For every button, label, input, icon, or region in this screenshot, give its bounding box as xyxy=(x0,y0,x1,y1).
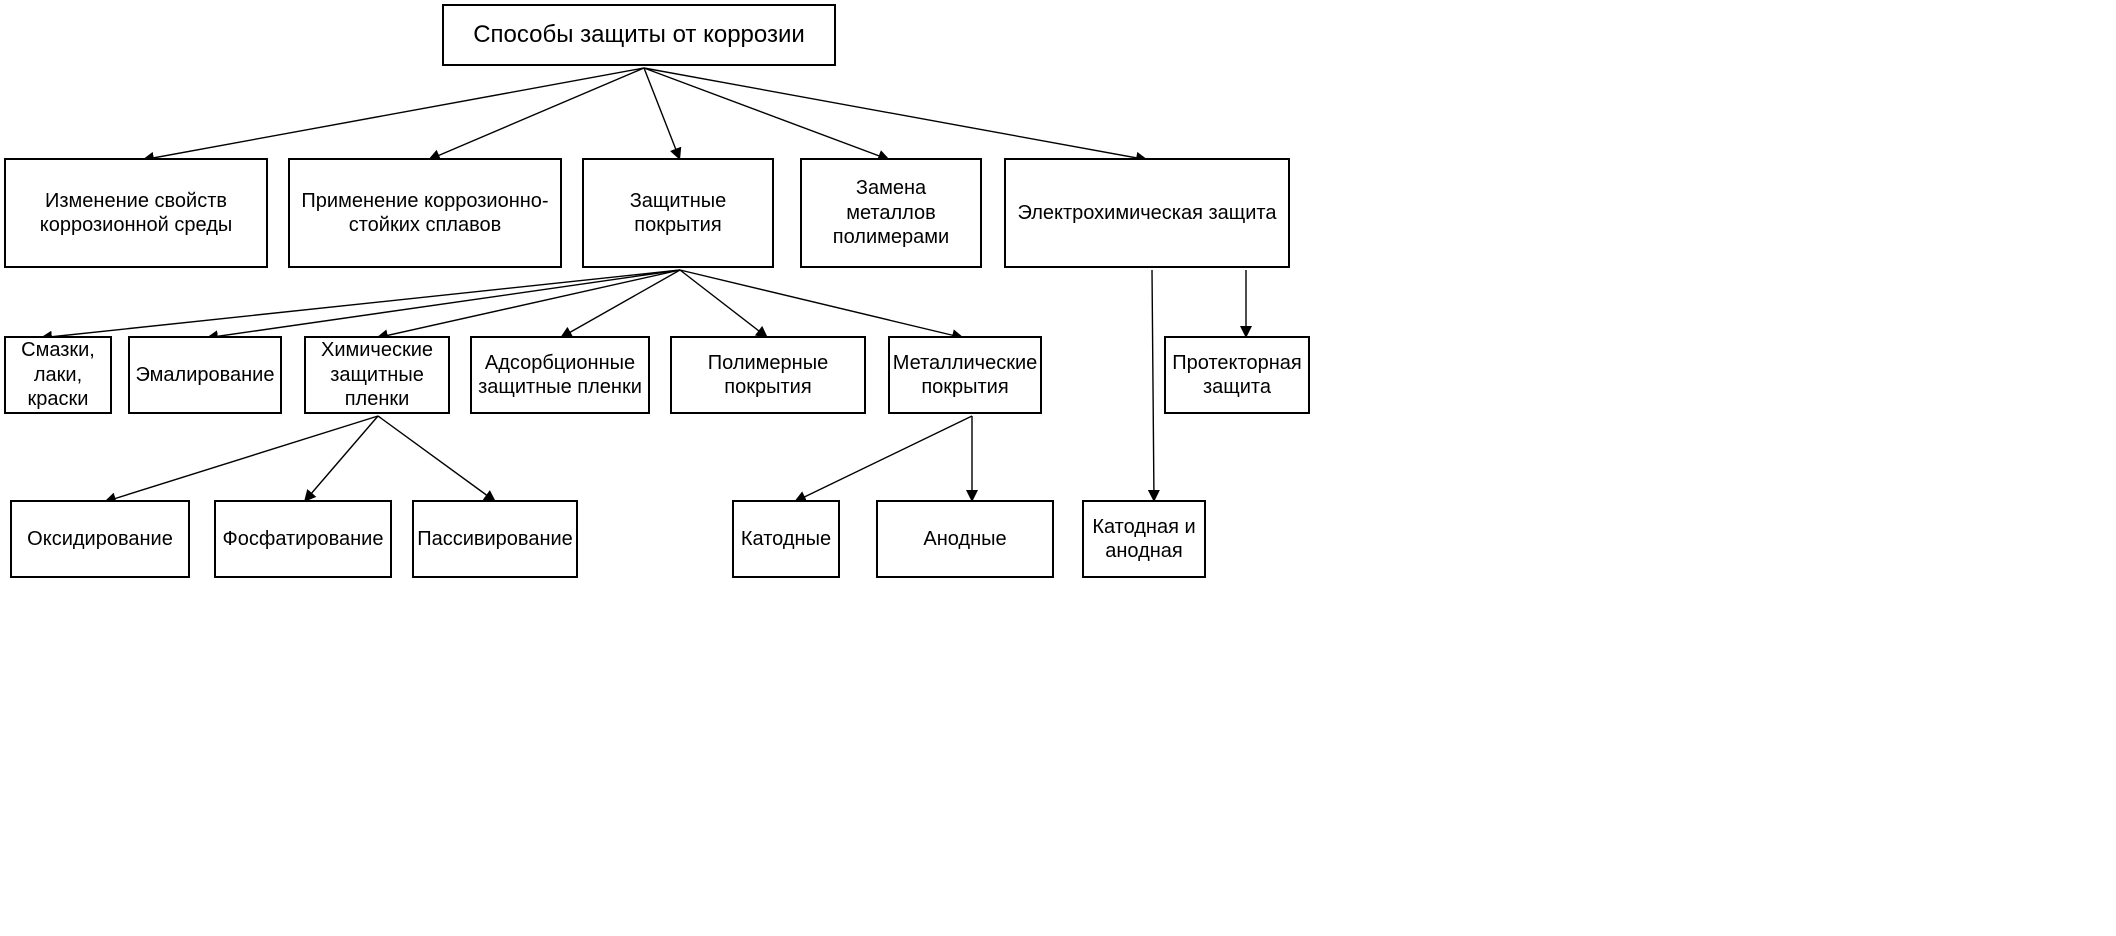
edge-metalcoat-cathodic xyxy=(793,415,973,503)
node-enamel: Эмалирование xyxy=(128,336,282,414)
node-anodic: Анодные xyxy=(876,500,1054,578)
edge-coatings-lubricants xyxy=(39,269,681,343)
node-alloys-label: Применение коррозионно-стойких сплавов xyxy=(301,189,549,236)
node-anodic-label: Анодные xyxy=(923,527,1007,550)
node-electro: Электрохимическая защита xyxy=(1004,158,1290,268)
node-passivating-label: Пассивирование xyxy=(417,527,573,550)
edge-root-electro xyxy=(643,67,1149,164)
node-cathodic-label: Катодные xyxy=(740,527,832,550)
node-alloys: Применение коррозионно-стойких сплавов xyxy=(288,158,562,268)
node-phosphating: Фосфатирование xyxy=(214,500,392,578)
edge-root-env xyxy=(141,67,645,164)
edge-coatings-metalcoat xyxy=(679,269,965,342)
node-lubricants-label: Смазки,лаки,краски xyxy=(21,339,95,411)
node-oxidizing-label: Оксидирование xyxy=(27,527,173,550)
edge-root-polymers xyxy=(643,67,891,162)
edge-chemfilms-phosphating xyxy=(303,415,379,503)
edge-coatings-polycoat xyxy=(679,269,769,339)
node-cathodic: Катодные xyxy=(732,500,840,578)
edge-chemfilms-passivating xyxy=(377,415,497,503)
edge-root-alloys xyxy=(427,67,645,161)
node-root: Способы защиты от коррозии xyxy=(442,4,836,66)
node-passivating: Пассивирование xyxy=(412,500,578,578)
node-enamel-label: Эмалирование xyxy=(135,363,275,386)
node-phosphating-label: Фосфатирование xyxy=(222,527,384,550)
edge-coatings-chemfilms xyxy=(375,269,681,342)
edge-coatings-enamel xyxy=(205,269,681,343)
node-electro-label: Электрохимическая защита xyxy=(1017,201,1277,224)
edge-coatings-adsorption xyxy=(559,269,681,339)
node-oxidizing: Оксидирование xyxy=(10,500,190,578)
edge-electro-cath-anod xyxy=(1147,269,1160,503)
edge-root-coatings xyxy=(643,67,682,161)
node-root-label: Способы защиты от коррозии xyxy=(473,21,805,49)
edge-chemfilms-oxidizing xyxy=(103,415,379,505)
node-lubricants: Смазки,лаки,краски xyxy=(4,336,112,414)
